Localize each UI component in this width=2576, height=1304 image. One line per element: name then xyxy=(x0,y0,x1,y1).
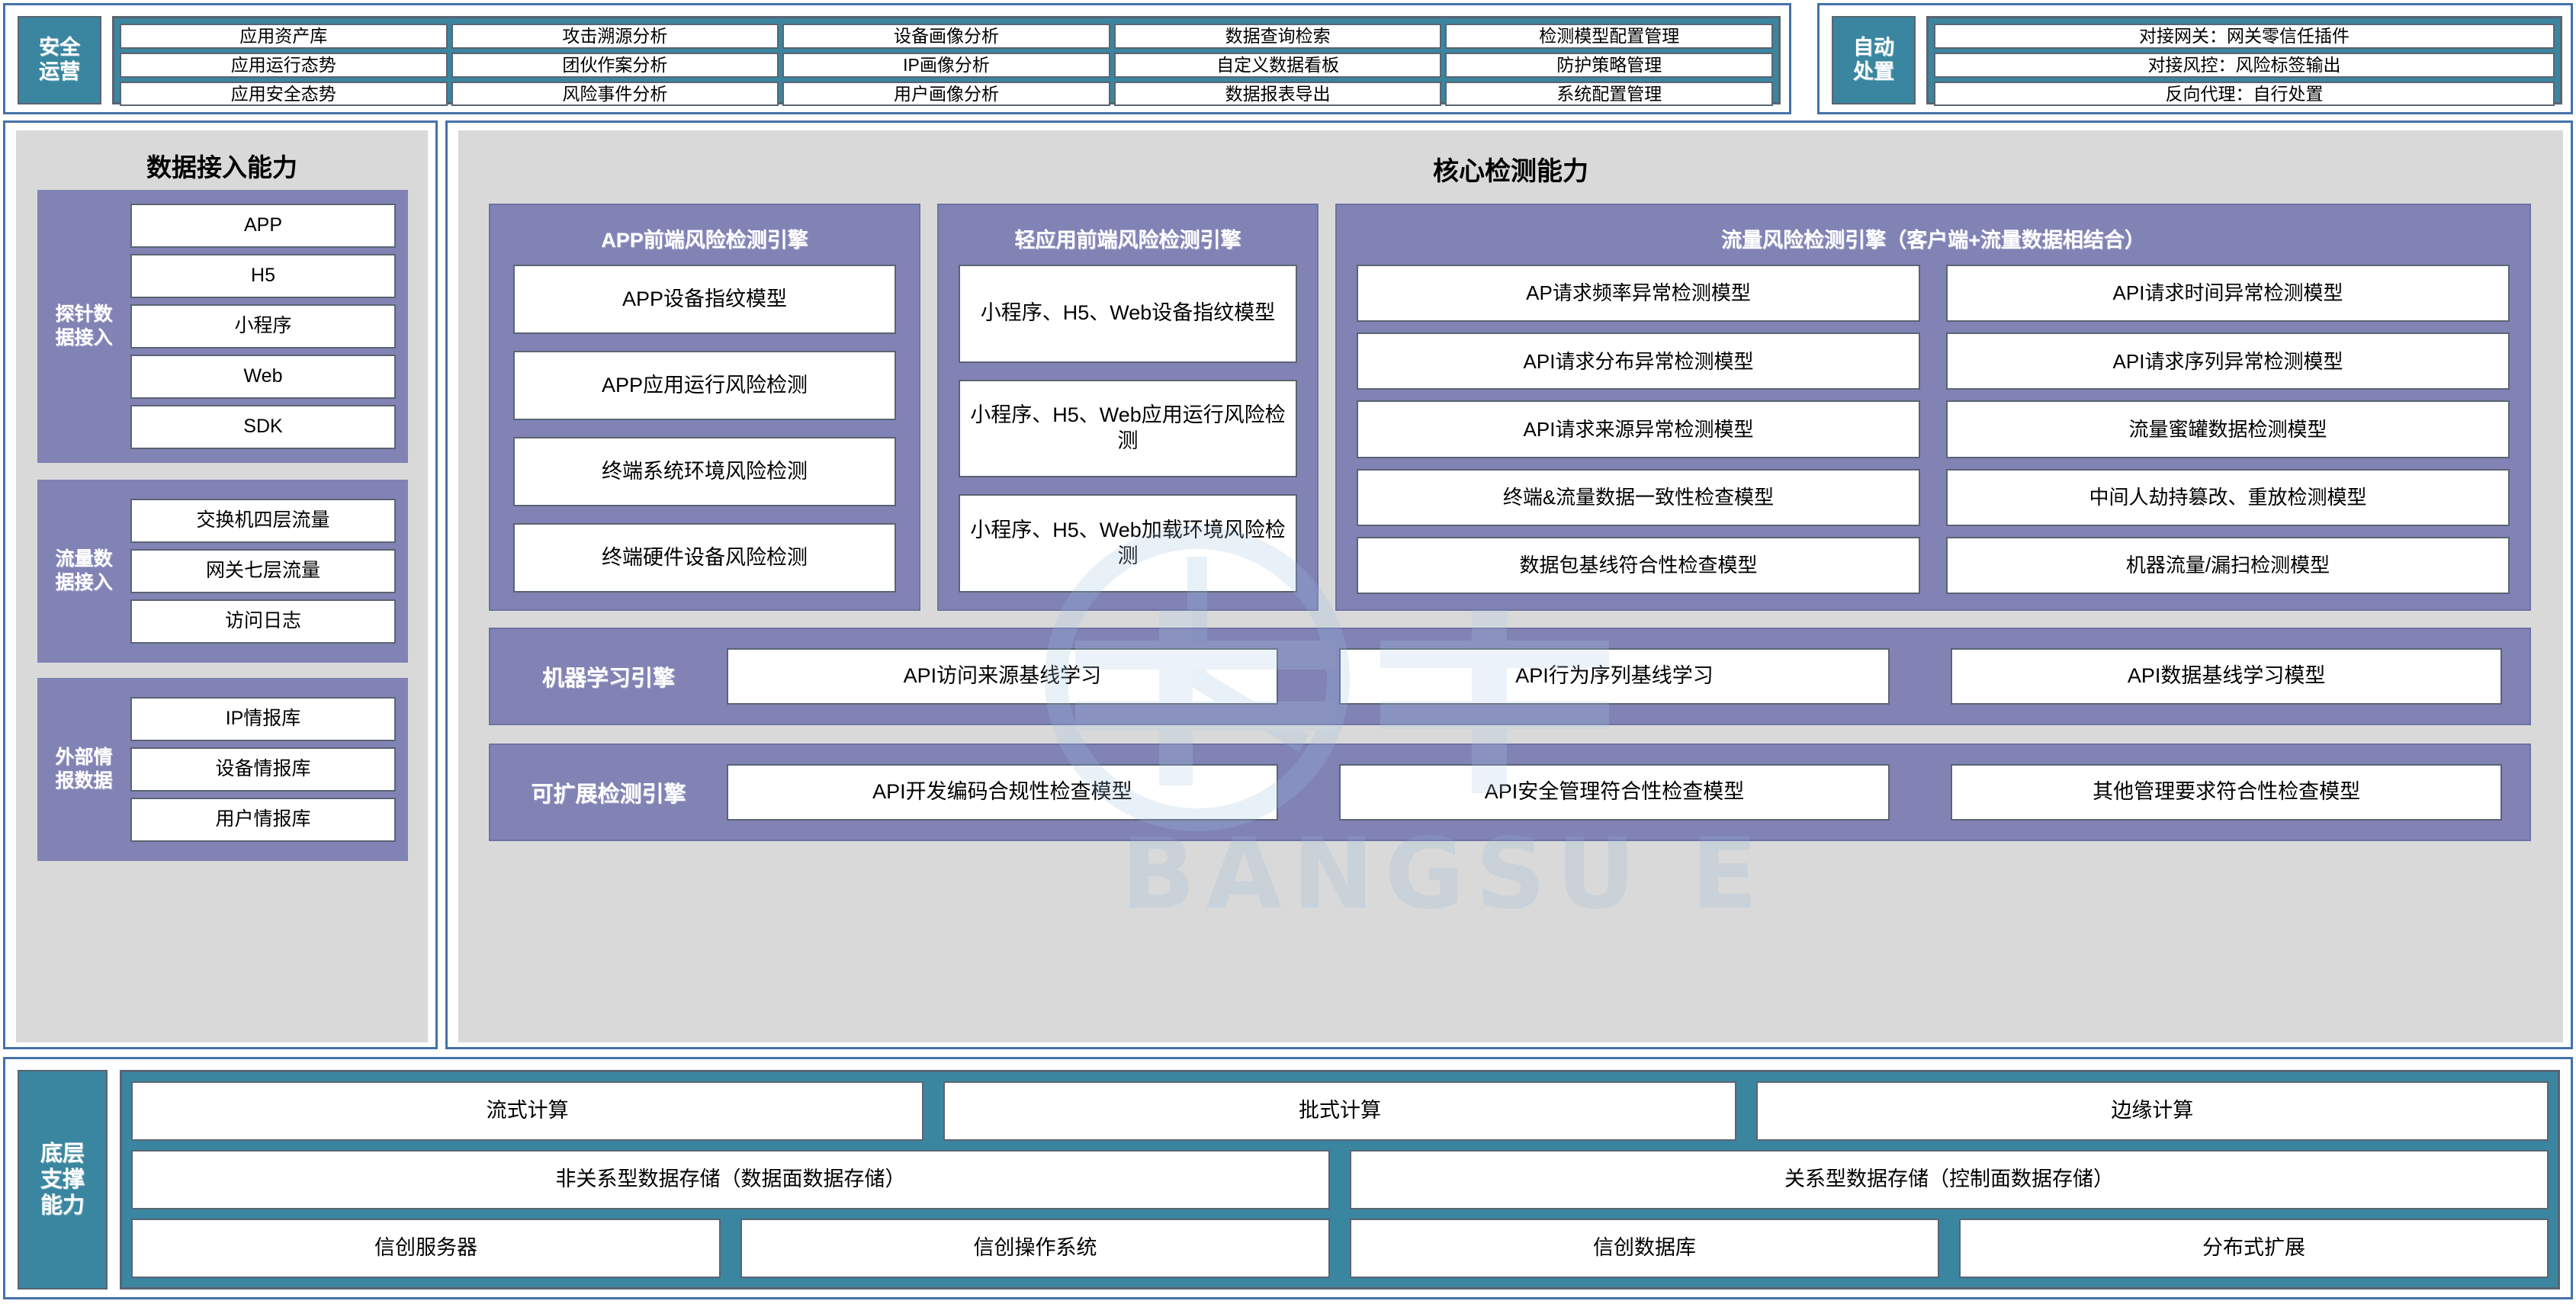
storage-item[interactable]: 关系型数据存储（控制面数据存储） xyxy=(1350,1150,2549,1209)
traffic-item[interactable]: 交换机四层流量 xyxy=(130,499,396,543)
storage-row: 非关系型数据存储（数据面数据存储） 关系型数据存储（控制面数据存储） xyxy=(131,1150,2549,1209)
traffic-engine-item[interactable]: 机器流量/漏扫检测模型 xyxy=(1946,536,2510,594)
lightapp-frontend-engine-title: 轻应用前端风险检测引擎 xyxy=(1014,229,1241,252)
data-access-title: 数据接入能力 xyxy=(146,153,297,181)
core-detection-background: 核心检测能力 APP前端风险检测引擎 APP设备指纹模型 APP应用运行风险检测… xyxy=(458,130,2563,1042)
traffic-engine-item[interactable]: 中间人劫持篡改、重放检测模型 xyxy=(1946,468,2510,526)
auto-disposal-item[interactable]: 对接风控：风险标签输出 xyxy=(1934,52,2555,78)
probe-item[interactable]: APP xyxy=(130,204,396,248)
probe-data-access-label: 探针数据接入 xyxy=(55,303,113,348)
security-operations-item[interactable]: 用户画像分析 xyxy=(782,81,1110,107)
app-engine-item[interactable]: APP设备指纹模型 xyxy=(513,265,896,334)
probe-item[interactable]: Web xyxy=(130,355,396,399)
traffic-engine-item[interactable]: 终端&流量数据一致性检查模型 xyxy=(1357,468,1920,526)
infrastructure-row: 信创服务器 信创操作系统 信创数据库 分布式扩展 xyxy=(131,1219,2549,1278)
security-operations-item[interactable]: 数据报表导出 xyxy=(1113,81,1442,107)
security-operations-item[interactable]: 应用资产库 xyxy=(120,24,448,49)
ml-engine-item[interactable]: API行为序列基线学习 xyxy=(1338,648,1890,705)
security-operations-item[interactable]: 风险事件分析 xyxy=(451,81,779,107)
traffic-risk-engine-title: 流量风险检测引擎（客户端+流量数据相结合） xyxy=(1721,229,2145,252)
security-operations-item[interactable]: 防护策略管理 xyxy=(1445,52,1773,78)
lightapp-frontend-engine-panel: 轻应用前端风险检测引擎 小程序、H5、Web设备指纹模型 小程序、H5、Web应… xyxy=(937,204,1319,611)
probe-item[interactable]: SDK xyxy=(130,405,396,449)
traffic-risk-engine-panel: 流量风险检测引擎（客户端+流量数据相结合） AP请求频率异常检测模型 API请求… xyxy=(1335,204,2531,611)
app-frontend-engine-title: APP前端风险检测引擎 xyxy=(601,229,808,252)
security-operations-item[interactable]: 攻击溯源分析 xyxy=(451,24,779,49)
traffic-data-access-label: 流量数据接入 xyxy=(55,548,113,593)
bottom-support-label: 底层支撑能力 xyxy=(18,1070,108,1290)
bottom-support-panel: 流式计算 批式计算 边缘计算 非关系型数据存储（数据面数据存储） 关系型数据存储… xyxy=(120,1070,2560,1290)
infrastructure-item[interactable]: 信创数据库 xyxy=(1350,1219,1939,1278)
traffic-engine-item[interactable]: 数据包基线符合性检查模型 xyxy=(1357,536,1920,594)
core-detection-title: 核心检测能力 xyxy=(1433,157,1588,186)
security-operations-item[interactable]: 团伙作案分析 xyxy=(451,52,779,78)
extensible-detection-engine-label: 可扩展检测引擎 xyxy=(531,782,686,807)
security-operations-item[interactable]: 数据查询检索 xyxy=(1113,24,1442,49)
app-engine-item[interactable]: APP应用运行风险检测 xyxy=(513,351,896,420)
security-operations-item[interactable]: IP画像分析 xyxy=(782,52,1110,78)
extensible-detection-engine-panel: 可扩展检测引擎 API开发编码合规性检查模型 API安全管理符合性检查模型 其他… xyxy=(489,744,2531,841)
core-detection-zone: 核心检测能力 APP前端风险检测引擎 APP设备指纹模型 APP应用运行风险检测… xyxy=(445,120,2573,1049)
app-engine-item[interactable]: 终端系统环境风险检测 xyxy=(513,437,896,506)
security-operations-item[interactable]: 自定义数据看板 xyxy=(1113,52,1442,78)
traffic-engine-item[interactable]: API请求序列异常检测模型 xyxy=(1946,332,2510,390)
security-operations-item[interactable]: 设备画像分析 xyxy=(782,24,1110,49)
probe-item[interactable]: H5 xyxy=(130,254,396,298)
auto-disposal-item[interactable]: 反向代理：自行处置 xyxy=(1934,81,2555,107)
security-operations-band: 安全运营 应用资产库 攻击溯源分析 设备画像分析 数据查询检索 检测模型配置管理… xyxy=(3,3,1791,114)
ml-engine-item[interactable]: API数据基线学习模型 xyxy=(1951,648,2503,705)
infrastructure-item[interactable]: 信创服务器 xyxy=(131,1219,721,1278)
auto-disposal-band: 自动处置 对接网关：网关零信任插件 对接风控：风险标签输出 反向代理：自行处置 xyxy=(1817,3,2573,114)
infrastructure-item[interactable]: 分布式扩展 xyxy=(1959,1219,2549,1278)
traffic-data-access-group: 流量数据接入 交换机四层流量 网关七层流量 访问日志 xyxy=(37,480,408,663)
app-engine-item[interactable]: 终端硬件设备风险检测 xyxy=(513,523,896,593)
ext-engine-item[interactable]: 其他管理要求符合性检查模型 xyxy=(1951,764,2503,821)
traffic-engine-item[interactable]: API请求来源异常检测模型 xyxy=(1357,400,1920,458)
security-operations-item[interactable]: 系统配置管理 xyxy=(1445,81,1773,107)
compute-item[interactable]: 批式计算 xyxy=(943,1081,1736,1141)
security-operations-item[interactable]: 检测模型配置管理 xyxy=(1445,24,1773,49)
auto-disposal-panel: 对接网关：网关零信任插件 对接风控：风险标签输出 反向代理：自行处置 xyxy=(1926,16,2562,107)
traffic-item[interactable]: 网关七层流量 xyxy=(130,549,396,593)
security-operations-item[interactable]: 应用运行态势 xyxy=(120,52,448,78)
security-operations-item[interactable]: 应用安全态势 xyxy=(120,81,448,107)
compute-row: 流式计算 批式计算 边缘计算 xyxy=(131,1081,2549,1141)
traffic-engine-item[interactable]: AP请求频率异常检测模型 xyxy=(1357,265,1920,323)
machine-learning-engine-panel: 机器学习引擎 API访问来源基线学习 API行为序列基线学习 API数据基线学习… xyxy=(489,628,2531,725)
bottom-support-band: 底层支撑能力 流式计算 批式计算 边缘计算 非关系型数据存储（数据面数据存储） … xyxy=(3,1057,2573,1299)
traffic-item[interactable]: 访问日志 xyxy=(130,599,396,644)
ext-engine-item[interactable]: API安全管理符合性检查模型 xyxy=(1338,764,1890,821)
auto-disposal-item[interactable]: 对接网关：网关零信任插件 xyxy=(1934,24,2555,49)
auto-disposal-label: 自动处置 xyxy=(1832,16,1916,104)
lightapp-engine-item[interactable]: 小程序、H5、Web加载环境风险检测 xyxy=(959,494,1297,593)
traffic-engine-item[interactable]: 流量蜜罐数据检测模型 xyxy=(1946,400,2510,458)
security-operations-label: 安全运营 xyxy=(18,16,101,104)
intel-item[interactable]: 用户情报库 xyxy=(130,798,396,842)
infrastructure-item[interactable]: 信创操作系统 xyxy=(740,1219,1330,1278)
intel-item[interactable]: 设备情报库 xyxy=(130,747,396,792)
ext-engine-item[interactable]: API开发编码合规性检查模型 xyxy=(727,764,1278,821)
machine-learning-engine-label: 机器学习引擎 xyxy=(541,666,675,691)
traffic-engine-item[interactable]: API请求时间异常检测模型 xyxy=(1946,265,2510,323)
external-intel-label: 外部情报数据 xyxy=(55,746,113,792)
probe-data-access-group: 探针数据接入 APP H5 小程序 Web SDK xyxy=(37,190,408,463)
data-access-zone: 数据接入能力 探针数据接入 APP H5 小程序 Web SDK 流量数据接入 … xyxy=(3,120,438,1049)
lightapp-engine-item[interactable]: 小程序、H5、Web应用运行风险检测 xyxy=(959,379,1297,478)
probe-item[interactable]: 小程序 xyxy=(130,304,396,348)
app-frontend-engine-panel: APP前端风险检测引擎 APP设备指纹模型 APP应用运行风险检测 终端系统环境… xyxy=(489,204,920,611)
security-operations-panel: 应用资产库 攻击溯源分析 设备画像分析 数据查询检索 检测模型配置管理 应用运行… xyxy=(112,16,1781,107)
intel-item[interactable]: IP情报库 xyxy=(130,697,396,741)
traffic-engine-item[interactable]: API请求分布异常检测模型 xyxy=(1357,332,1920,390)
ml-engine-item[interactable]: API访问来源基线学习 xyxy=(727,648,1278,705)
lightapp-engine-item[interactable]: 小程序、H5、Web设备指纹模型 xyxy=(959,265,1297,363)
storage-item[interactable]: 非关系型数据存储（数据面数据存储） xyxy=(131,1150,1330,1209)
compute-item[interactable]: 边缘计算 xyxy=(1755,1081,2549,1141)
external-intel-group: 外部情报数据 IP情报库 设备情报库 用户情报库 xyxy=(37,678,408,861)
data-access-background: 数据接入能力 探针数据接入 APP H5 小程序 Web SDK 流量数据接入 … xyxy=(16,130,428,1042)
compute-item[interactable]: 流式计算 xyxy=(131,1081,924,1141)
